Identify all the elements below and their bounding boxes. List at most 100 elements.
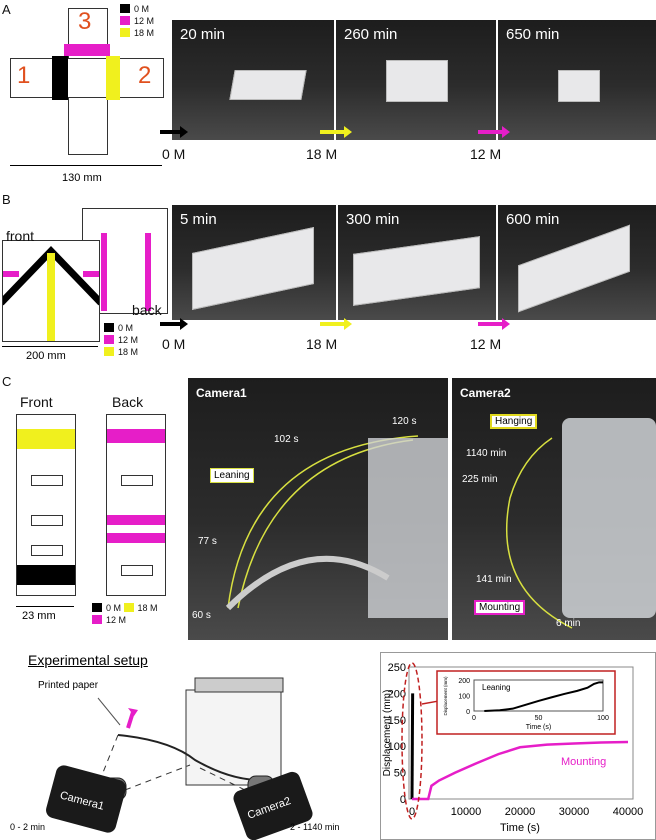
time-label: 225 min [462, 474, 498, 485]
panel-a-label: A [2, 2, 11, 17]
x-tick-label: 0 [409, 806, 415, 818]
y-tick-label: 150 [388, 715, 406, 727]
legend-18m: 18 M [134, 28, 155, 38]
legend-0m: 0 M [134, 4, 150, 14]
time-label: 141 min [476, 574, 512, 585]
condition-label: 0 M [162, 336, 186, 352]
x-tick-label: 30000 [559, 806, 590, 818]
photo-time: 260 min [344, 26, 398, 43]
inset-series-leaning [484, 681, 603, 712]
y-axis-label: Displacement (mm) [382, 690, 393, 777]
photo-a-2: 260 min [336, 20, 496, 140]
inset-frame [436, 670, 616, 735]
back-label: back [132, 302, 162, 318]
photo-time: 650 min [506, 26, 560, 43]
setup-title: Experimental setup [28, 652, 148, 668]
condition-label: 12 M [470, 336, 502, 352]
legend-12m: 12 M [106, 615, 127, 625]
photo-time: 20 min [180, 26, 226, 43]
dimension-label: 130 mm [62, 172, 102, 184]
mounting-badge: Mounting [474, 600, 526, 615]
inset-y-axis-label: Displacement (mm) [443, 676, 448, 716]
legend-0m: 0 M [118, 323, 134, 333]
printed-paper-label: Printed paper [38, 680, 99, 691]
camera2-photo: Camera2 Hanging 1140 min 225 min 141 min… [452, 378, 656, 640]
front-pattern [2, 240, 100, 342]
x-tick-label: 40000 [613, 806, 644, 818]
inset-x-tick-label: 0 [472, 715, 476, 722]
time-label: 102 s [274, 434, 299, 445]
time-label: 120 s [392, 416, 417, 427]
legend-18m: 18 M [137, 603, 158, 613]
arrow-0m [160, 126, 188, 138]
inset-title: Leaning [482, 683, 510, 692]
series-label-mounting: Mounting [561, 756, 606, 768]
x-tick-label: 10000 [451, 806, 482, 818]
arrow-18m [320, 318, 352, 330]
photo-b-3: 600 min [498, 205, 656, 320]
time-label: 1140 min [466, 448, 507, 459]
camera1-title: Camera1 [196, 386, 247, 400]
dimension-label: 23 mm [22, 610, 56, 622]
y-tick-label: 50 [394, 768, 406, 780]
x-axis-label: Time (s) [500, 822, 540, 834]
arrow-0m [160, 318, 188, 330]
photo-time: 300 min [346, 211, 400, 228]
time-label: 60 s [192, 610, 211, 621]
panel-c-legend: 0 M 18 M 12 M [92, 602, 158, 626]
camera2-range: 2 - 1140 min [290, 822, 339, 832]
x-tick-label: 20000 [505, 806, 536, 818]
front-label: front [6, 228, 35, 244]
front-strip [16, 414, 76, 596]
dimension-line [16, 606, 74, 607]
legend-18m: 18 M [118, 347, 139, 357]
part-number-1: 1 [17, 62, 31, 89]
back-title: Back [112, 394, 144, 410]
series-leaning [410, 693, 415, 800]
dimension-label: 200 mm [26, 350, 66, 362]
inset-y-tick-label: 100 [458, 694, 470, 701]
camera1-range: 0 - 2 min [10, 822, 45, 832]
photo-a-1: 20 min [172, 20, 334, 140]
y-tick-label: 200 [388, 688, 406, 700]
arrow-12m [478, 318, 510, 330]
arrow-18m [320, 126, 352, 138]
panel-b-label: B [2, 192, 11, 207]
part-number-3: 3 [78, 8, 92, 35]
inset-y-tick-label: 0 [466, 709, 470, 716]
panel-a-pattern: 1 2 3 130 mm [0, 0, 170, 190]
setup-diagram: Camera1 Camera2 0 - 2 min 2 - 1140 min [10, 677, 339, 840]
dimension-line [10, 165, 162, 166]
camera2-title: Camera2 [460, 386, 511, 400]
inset-x-axis-label: Time (s) [526, 724, 551, 731]
part-number-2: 2 [138, 62, 152, 89]
photo-time: 5 min [180, 211, 217, 228]
legend-0m: 0 M [106, 603, 122, 613]
condition-label: 18 M [306, 146, 338, 162]
camera1-photo: Camera1 Leaning 120 s 102 s 77 s 60 s [188, 378, 448, 640]
plot-area [408, 666, 634, 800]
inset-y-tick-label: 200 [458, 678, 470, 685]
back-strip [106, 414, 166, 596]
photo-time: 600 min [506, 211, 560, 228]
inset-x-tick-label: 100 [597, 715, 609, 722]
leaning-badge: Leaning [210, 468, 254, 483]
photo-a-3: 650 min [498, 20, 656, 140]
y-tick-label: 250 [388, 662, 406, 674]
photo-b-1: 5 min [172, 205, 336, 320]
inset-x-tick-label: 50 [535, 715, 543, 722]
inset-plot-area [473, 679, 604, 712]
photo-b-2: 300 min [338, 205, 496, 320]
hanging-badge: Hanging [490, 414, 538, 429]
condition-label: 0 M [162, 146, 186, 162]
condition-label: 18 M [306, 336, 338, 352]
dimension-line [2, 346, 98, 347]
time-label: 77 s [198, 536, 217, 547]
front-title: Front [20, 394, 53, 410]
panel-a-legend: 0 M 12 M 18 M [120, 3, 154, 39]
condition-label: 12 M [470, 146, 502, 162]
panel-b-legend: 0 M 12 M 18 M [104, 322, 138, 358]
leaning-callout-line [421, 700, 438, 705]
